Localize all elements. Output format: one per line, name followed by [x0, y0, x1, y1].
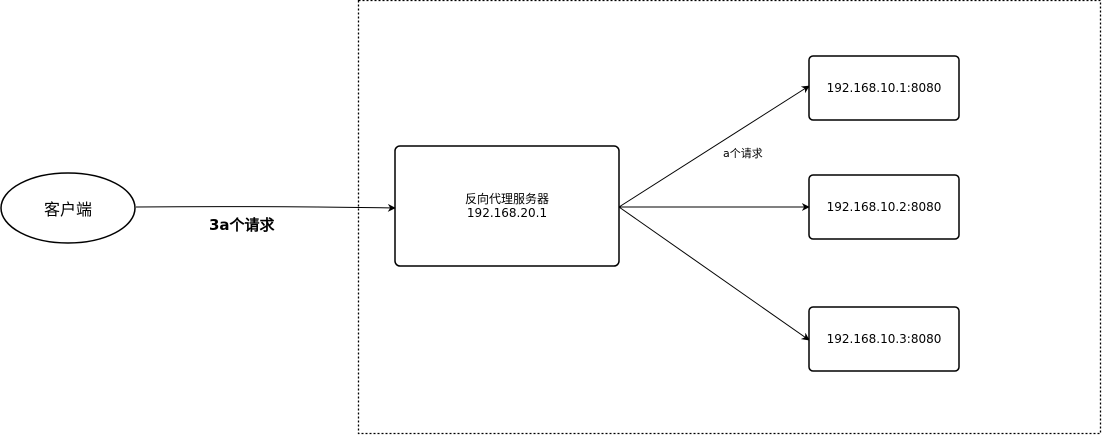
backend-server-label-2: 192.168.10.2:8080 [826, 200, 942, 214]
client-node [0, 172, 136, 244]
backend-server-label-1: 192.168.10.1:8080 [826, 81, 942, 95]
client-to-proxy-arrow [135, 203, 396, 212]
client-request-count-label: 3a个请求 [209, 216, 275, 234]
proxy-to-server-3-arrow [618, 206, 810, 341]
proxy-request-count-label: a个请求 [723, 147, 763, 160]
proxy-label-group: 反向代理服务器 192.168.20.1 [395, 146, 619, 266]
proxy-to-server-1-arrow [618, 85, 810, 208]
proxy-title: 反向代理服务器 [464, 192, 549, 206]
client-label: 客户端 [43, 200, 92, 219]
proxy-ip: 192.168.20.1 [466, 206, 548, 220]
proxy-zone-boundary [357, 0, 1102, 435]
backend-server-label-3: 192.168.10.3:8080 [826, 332, 942, 346]
